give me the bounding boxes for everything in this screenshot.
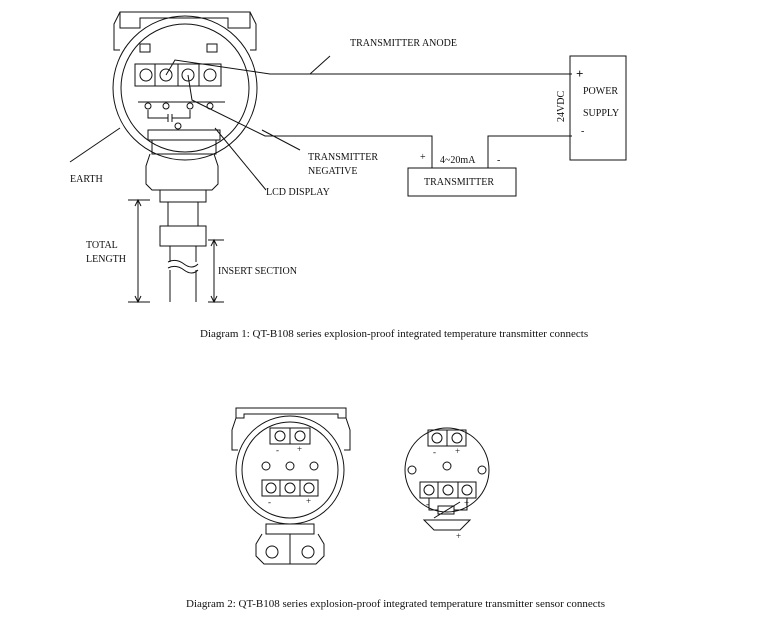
caption-diagram-1: Diagram 1: QT-B108 series explosion-proo… (200, 328, 589, 340)
label-transmitter-box: TRANSMITTER (424, 177, 494, 188)
label-insert-section: INSERT SECTION (218, 266, 297, 277)
label-transmitter-negative-line1: TRANSMITTER (308, 152, 378, 163)
sensor-connect-module-right (404, 427, 490, 531)
label-plus-power: + (576, 66, 584, 81)
mark-left-bottom-minus: - (268, 497, 271, 507)
label-minus-power: - (581, 126, 585, 137)
label-minus-current: - (497, 155, 501, 166)
mark-left-bottom-plus: + (306, 496, 312, 506)
mark-right-sensor-plus: + (456, 531, 462, 541)
sensor-connect-head-left (231, 407, 351, 565)
label-transmitter-anode: TRANSMITTER ANODE (350, 38, 457, 49)
label-power: POWER (583, 86, 618, 97)
mark-right-bottom-minus: - (426, 499, 429, 509)
label-total-length-line1: TOTAL (86, 240, 118, 251)
label-plus-current: + (420, 152, 426, 163)
label-transmitter-negative-line2: NEGATIVE (308, 166, 358, 177)
mark-left-top-plus: + (297, 444, 303, 454)
housing-head (112, 11, 258, 302)
label-supply: SUPPLY (583, 108, 620, 119)
dimension-lines (128, 198, 224, 304)
label-current-range: 4~20mA (440, 155, 476, 166)
label-total-length-line2: LENGTH (86, 254, 126, 265)
label-earth: EARTH (70, 174, 103, 185)
mark-right-bottom-plus: + (464, 498, 470, 508)
transmitter-box (407, 167, 517, 197)
power-supply-box (569, 55, 627, 161)
mark-left-top-minus: - (276, 445, 279, 455)
wires (69, 55, 572, 191)
label-24vdc: 24VDC (556, 90, 567, 122)
mark-right-top-plus: + (455, 446, 461, 456)
label-lcd-display: LCD DISPLAY (266, 187, 330, 198)
caption-diagram-2: Diagram 2: QT-B108 series explosion-proo… (186, 598, 605, 610)
mark-right-top-minus: - (433, 447, 436, 457)
